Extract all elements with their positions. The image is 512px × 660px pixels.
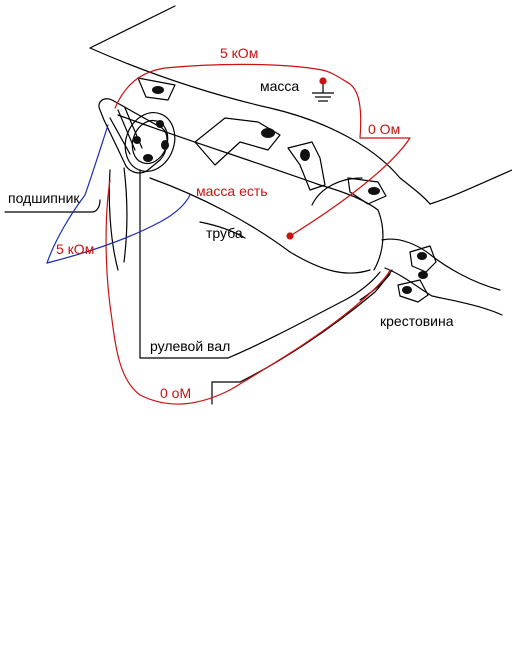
bracket-2 (194, 117, 281, 166)
bolt-3 (300, 149, 310, 161)
red-wire-bottom (105, 179, 391, 405)
label-truba: труба (206, 225, 243, 241)
bolt-6 (143, 154, 153, 162)
label-res-left: 5 кОм (56, 241, 94, 257)
label-res-top: 5 кОм (220, 45, 258, 61)
bolt-9 (417, 252, 427, 260)
frame-line-right (429, 169, 512, 205)
joint-shaft-lower (384, 267, 503, 316)
tube-end (373, 209, 384, 271)
bolt-7 (156, 120, 164, 128)
bolt-5 (133, 136, 141, 144)
red-wires (105, 63, 411, 405)
bearing-shaft (98, 98, 168, 174)
shaft-to-joint (227, 271, 381, 359)
bracket-4 (347, 177, 387, 205)
bearing-line-a (117, 109, 136, 151)
blue-wire-cross (46, 194, 191, 264)
frame-line-upper (89, 47, 431, 205)
sketch-lines (4, 5, 512, 405)
joint-shaft-upper (381, 238, 501, 291)
blue-wires (46, 124, 191, 264)
bolt-10 (418, 271, 428, 279)
red-probe-massa (319, 77, 327, 85)
label-krestovina: крестовина (380, 313, 454, 329)
bolt-8 (161, 140, 169, 150)
frame-line-top (89, 5, 176, 49)
bearing-line-c (109, 117, 131, 155)
tube-lower-edge (149, 177, 371, 274)
shaft-line-b (123, 167, 128, 263)
tube-upper-edge (117, 114, 379, 211)
bolt-marks (133, 86, 428, 294)
label-massa: масса (260, 78, 299, 94)
label-podshipnik: подшипник (8, 190, 80, 206)
bolt-11 (402, 286, 412, 294)
tube-collar (311, 177, 363, 206)
red-wire-right (289, 137, 411, 237)
leader-rulevoi-val (139, 169, 229, 359)
blue-wire-left (46, 124, 109, 264)
leader-truba (199, 221, 246, 239)
bolt-1 (152, 86, 164, 94)
ground-symbol (312, 84, 334, 102)
label-rulevoi-val: рулевой вал (150, 338, 230, 354)
cross-yoke-1 (409, 245, 437, 273)
cross-yoke-2 (397, 279, 429, 303)
bracket-3 (287, 141, 326, 191)
label-massa-est: масса есть (196, 183, 268, 199)
red-wire-top (114, 63, 362, 139)
label-res-right: 0 Ом (368, 121, 400, 137)
bracket-1 (137, 77, 176, 101)
shaft-bottom-stub (211, 381, 241, 405)
bolt-4 (368, 187, 380, 195)
bolt-2 (261, 128, 275, 138)
leader-podshipnik (4, 199, 101, 213)
label-res-bottom: 0 оМ (160, 385, 191, 401)
shaft-lower-line (239, 269, 393, 383)
shaft-line-a (108, 169, 119, 271)
red-probe-truba (286, 232, 294, 240)
